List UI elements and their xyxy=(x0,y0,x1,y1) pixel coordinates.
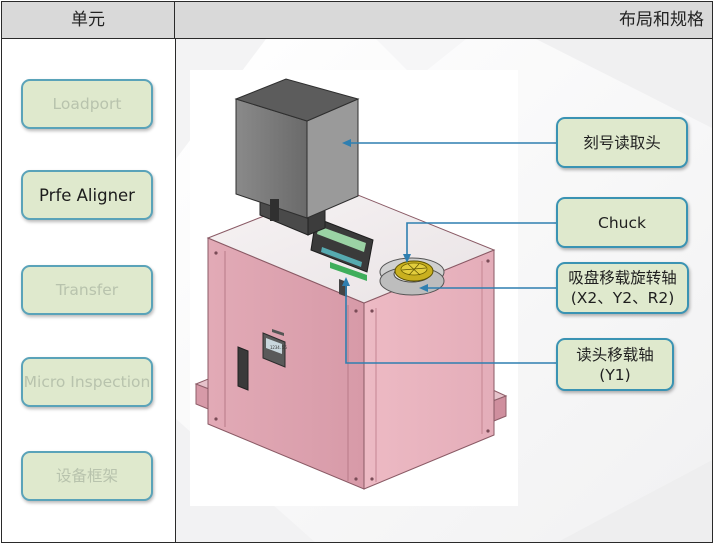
reader-axis-spec: (Y1) xyxy=(599,365,631,384)
column-divider xyxy=(175,39,176,542)
unit-button-micro-inspection[interactable]: Micro Inspection xyxy=(21,357,153,407)
unit-button-pre-aligner[interactable]: Prfe Aligner xyxy=(21,170,153,220)
layout-spec-column-header: 布局和规格 xyxy=(175,2,712,39)
suction-axis-spec: (X2、Y2、R2) xyxy=(570,289,675,307)
callout-reader-transfer-axis: 读头移载轴 (Y1) xyxy=(556,338,674,391)
reader-axis-title: 读头移载轴 xyxy=(576,345,654,364)
leader-arrowheads xyxy=(342,139,428,292)
suction-axis-title: 吸盘移载旋转轴 xyxy=(568,269,677,287)
unit-button-equipment-frame[interactable]: 设备框架 xyxy=(21,451,153,501)
panel-readout: 1234.56 xyxy=(270,345,287,350)
layout-diagram-area: 1234.56 xyxy=(176,39,712,542)
unit-column-header: 单元 xyxy=(2,2,175,39)
front-control-panel: 1234.56 xyxy=(237,329,287,391)
unit-button-loadport[interactable]: Loadport xyxy=(21,79,153,129)
callout-leader-lines xyxy=(345,142,557,364)
unit-nav: Loadport Prfe Aligner Transfer Micro Ins… xyxy=(2,39,175,542)
callout-chuck: Chuck xyxy=(556,197,688,248)
callout-reader-head: 刻号读取头 xyxy=(556,117,688,168)
unit-button-transfer[interactable]: Transfer xyxy=(21,265,153,315)
callout-suction-rotation-axis: 吸盘移载旋转轴 (X2、Y2、R2) xyxy=(556,262,689,314)
pre-aligner-3d-render: 1234.56 xyxy=(176,39,712,542)
marking-reader-head xyxy=(234,78,360,236)
